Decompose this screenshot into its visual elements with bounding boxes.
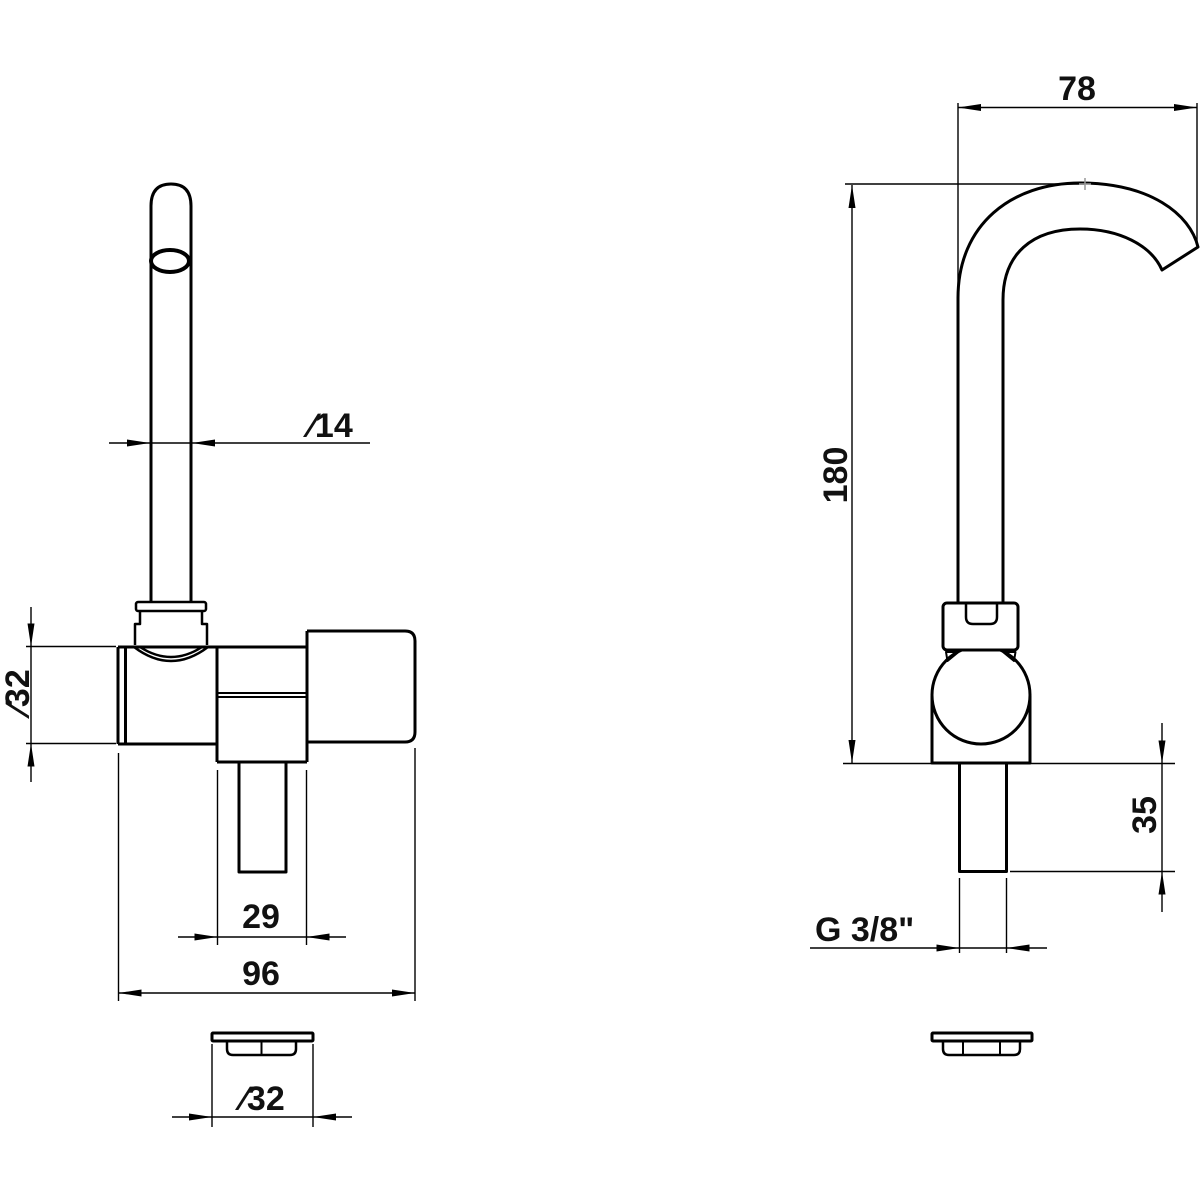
spout-apex-tick (1079, 178, 1091, 190)
dim-shank-length-label: 35 (1126, 796, 1164, 834)
left-dimension-lines (26, 442, 416, 1127)
arrow-valve-right (306, 933, 330, 941)
dim-line-body-length (117, 748, 416, 1001)
arrow-length-right (392, 989, 415, 997)
arrow-thread-left (936, 944, 960, 952)
arrow-reach-left (958, 104, 981, 111)
spout-nut-dome (133, 645, 209, 663)
dim-spout-diameter-label: ∕14 (302, 407, 353, 445)
left-faucet-outline (116, 182, 417, 1057)
arrow-spout-dia-left (127, 439, 150, 447)
arrow-height-bottom (848, 740, 856, 763)
valve-joint-line (217, 692, 307, 698)
dim-line-spout-reach (957, 103, 1198, 300)
arrow-height-top (848, 185, 856, 208)
arrow-thread-right (1006, 944, 1030, 952)
dim-base-diameter-label: ∕32 (234, 1080, 285, 1118)
view-left-profile: ∕14 ∕32 29 96 ∕32 (0, 182, 417, 1127)
arrow-base-right (313, 1113, 336, 1121)
dim-line-spout-height (845, 183, 1085, 763)
handle-cylinder (307, 629, 417, 744)
dim-line-body-diameter (26, 607, 116, 782)
base-flange-plate-right (930, 1031, 1034, 1043)
base-flange-split-lines-right (962, 1041, 1001, 1055)
left-arrowheads (27, 439, 415, 1121)
spout-outlet (149, 248, 191, 274)
arrow-spout-dia-right (192, 439, 215, 447)
arrow-base-left (189, 1113, 212, 1121)
nut-wedge-right (1002, 651, 1017, 662)
arrow-reach-right (1174, 104, 1197, 111)
right-arrowheads (848, 104, 1197, 952)
valve-body (930, 696, 1032, 765)
spout-tube (149, 182, 193, 601)
arrow-shank-bottom (1158, 871, 1166, 895)
right-faucet-outline (930, 178, 1200, 1057)
spout-nut (941, 601, 1020, 652)
base-flange-plate (210, 1031, 315, 1043)
arrow-length-left (118, 989, 142, 997)
arrow-body-dia-bottom (27, 743, 35, 767)
dim-spout-reach-label: 78 (1058, 70, 1096, 108)
dim-spout-height-label: 180 (817, 447, 855, 504)
arrow-shank-top (1158, 740, 1166, 764)
spout-nut-body (133, 611, 209, 645)
arrow-body-dia-top (27, 623, 35, 647)
threaded-shank (958, 763, 1008, 873)
base-flange-collar-right (941, 1041, 1022, 1057)
dim-body-diameter-label: ∕32 (0, 669, 37, 720)
view-right-profile: 78 180 35 G 3/8" (810, 70, 1200, 1057)
dim-valve-width-label: 29 (242, 898, 280, 936)
arrow-valve-left (194, 933, 218, 941)
shank-stem (237, 762, 288, 874)
body-cylinder (116, 645, 306, 746)
spout-nut-notch (964, 604, 999, 626)
dim-thread-size-label: G 3/8" (815, 911, 914, 949)
spout-nut-flange (134, 600, 208, 613)
dim-body-length-label: 96 (242, 955, 280, 993)
gooseneck-spout (956, 181, 1200, 603)
nut-wedge-left (945, 651, 960, 662)
